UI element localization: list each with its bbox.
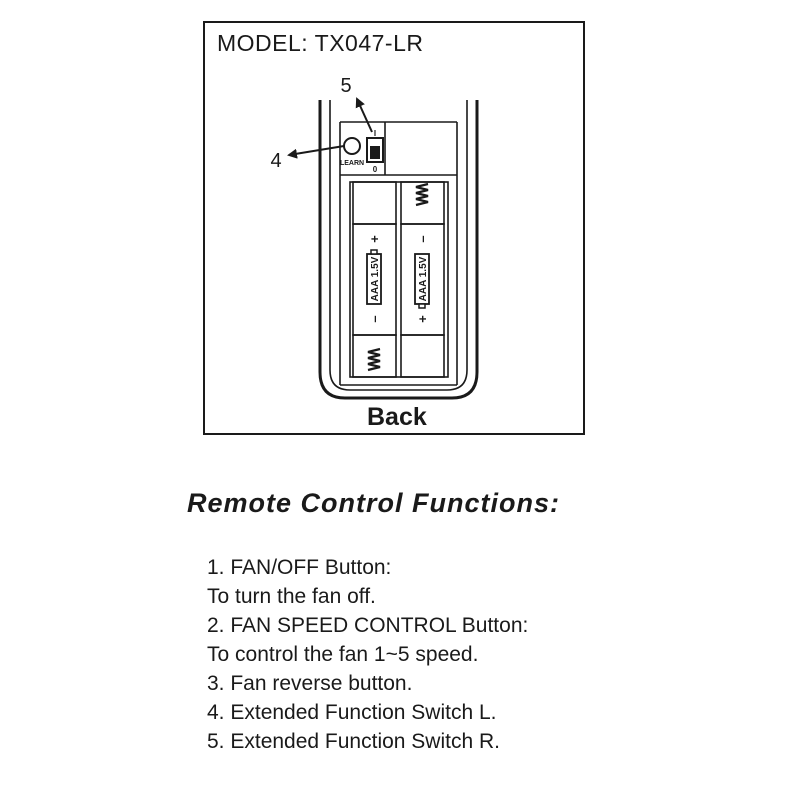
function-title: 3. Fan reverse button. (207, 672, 413, 695)
function-item-1: 1. FAN/OFF Button: (207, 553, 528, 582)
function-item-5: 5. Extended Function Switch R. (207, 727, 528, 756)
callout-arrow-4 (287, 145, 345, 159)
function-desc-2: To control the fan 1~5 speed. (207, 643, 479, 666)
function-title: 1. FAN/OFF Button: (207, 556, 392, 579)
remote-diagram-frame (203, 21, 585, 435)
battery-label: AAA 1.5V (418, 256, 429, 301)
learn-button-icon (343, 137, 361, 155)
function-title: 5. Extended Function Switch R. (207, 730, 500, 753)
function-desc-1: To turn the fan off. (207, 585, 376, 608)
function-item-2: 2. FAN SPEED CONTROL Button: (207, 611, 528, 640)
battery-left: AAA 1.5V + – (366, 235, 382, 323)
remote-body-inner (329, 100, 468, 391)
function-item-3: 3. Fan reverse button. (207, 669, 528, 698)
battery-compartment (349, 181, 449, 378)
callout-arrow-5 (355, 97, 373, 133)
battery-minus-mark: – (367, 315, 382, 322)
battery-plus-mark: + (367, 235, 382, 243)
battery-label: AAA 1.5V (370, 256, 381, 301)
learn-label: LEARN (340, 160, 364, 167)
switch-on-mark: I (374, 129, 376, 138)
callout-number-5: 5 (340, 75, 351, 97)
switch-off-mark: 0 (373, 165, 378, 174)
battery-spring-icon (414, 182, 430, 207)
battery-minus-mark: – (415, 235, 430, 242)
section-title: Remote Control Functions: (187, 488, 560, 518)
function-title: 2. FAN SPEED CONTROL Button: (207, 614, 529, 637)
model-label: MODEL: TX047-LR (217, 30, 424, 56)
remote-body-outline (318, 100, 479, 400)
battery-spring-icon (366, 347, 382, 372)
function-title: 4. Extended Function Switch L. (207, 701, 497, 724)
callout-number-4: 4 (270, 150, 281, 172)
function-list: 1. FAN/OFF Button: To turn the fan off. … (207, 553, 528, 756)
battery-right: AAA 1.5V + – (414, 235, 430, 323)
function-item-4: 4. Extended Function Switch L. (207, 698, 528, 727)
battery-plus-mark: + (415, 315, 430, 323)
view-label: Back (367, 403, 427, 431)
